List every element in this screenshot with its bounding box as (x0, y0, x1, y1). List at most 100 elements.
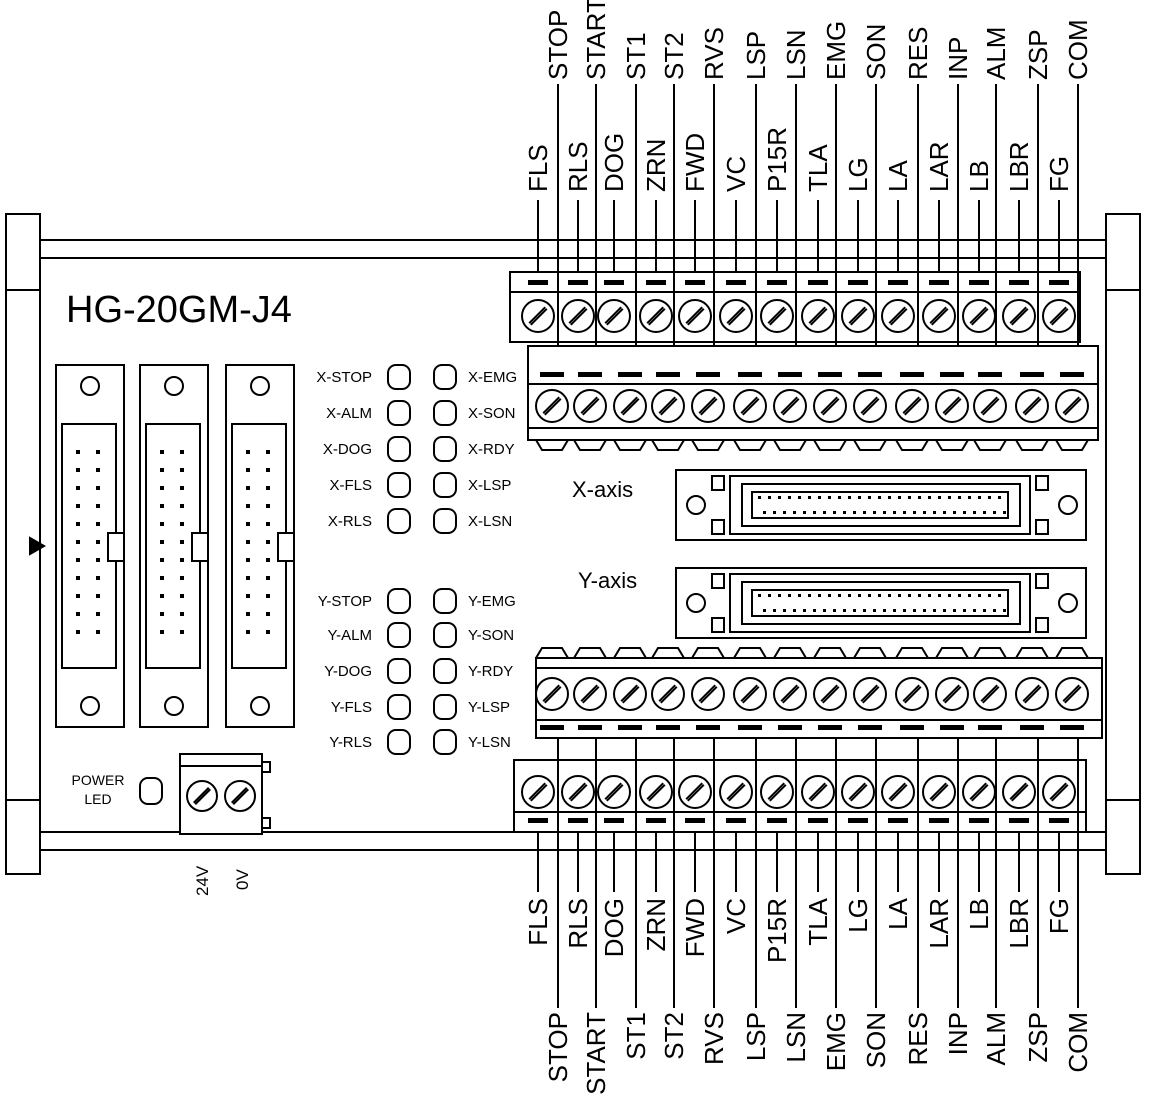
scsi-pin (868, 496, 871, 499)
scsi-pin (763, 609, 766, 612)
terminal-tag (969, 818, 989, 823)
terminal-tag (778, 372, 802, 377)
power-terminal-label-0v: 0V (233, 869, 252, 890)
idc-pin (160, 576, 164, 580)
terminal-tag (578, 725, 602, 730)
idc-pin (160, 468, 164, 472)
led-indicators: X-STOPX-ALMX-DOGX-FLSX-RLSX-EMGX-SONX-RD… (316, 364, 517, 755)
signal-label-top-inner: TLA (803, 144, 833, 192)
keying-notch (277, 532, 295, 562)
screw-terminal (962, 775, 996, 809)
screw-terminal (895, 389, 929, 423)
led-label: Y-RDY (468, 663, 513, 680)
led-label: X-FLS (329, 477, 372, 494)
terminal-tag (1009, 280, 1029, 285)
screw-terminal (613, 389, 647, 423)
led-indicator (433, 472, 457, 498)
terminal-tag (604, 818, 624, 823)
screw-terminal (678, 299, 712, 333)
scsi-pin (798, 496, 801, 499)
terminal-tag (696, 372, 720, 377)
scsi-pin (953, 609, 956, 612)
idc-pin (180, 486, 184, 490)
power-terminal-label-24v: 24V (193, 865, 212, 896)
led-indicator (387, 588, 411, 614)
signal-label-bottom-inner: FG (1044, 898, 1074, 934)
screw-terminal (573, 389, 607, 423)
screw-terminal (733, 389, 767, 423)
rail-end-right (1105, 213, 1141, 875)
wire-leads (537, 84, 1079, 1008)
signal-label-bottom-outer: INP (943, 1012, 973, 1055)
led-indicator (387, 508, 411, 534)
terminal-tag (767, 280, 787, 285)
screw-terminal (853, 677, 887, 711)
scsi-pin (883, 609, 886, 612)
signal-label-top-outer: ST1 (621, 32, 651, 80)
idc-pin (180, 540, 184, 544)
idc-pin (246, 540, 250, 544)
terminal-tag (888, 818, 908, 823)
screw-terminal (853, 389, 887, 423)
screw-terminal (691, 389, 725, 423)
signal-label-top-inner: LAR (924, 141, 954, 192)
screw-terminal (881, 299, 915, 333)
scsi-pin (923, 511, 926, 514)
screw-terminal (801, 299, 835, 333)
led-label: Y-FLS (331, 699, 372, 716)
scsi-pin (833, 609, 836, 612)
led-label: X-SON (468, 405, 516, 422)
screw-terminal (760, 299, 794, 333)
scsi-pin (853, 511, 856, 514)
scsi-pin (803, 511, 806, 514)
idc-pin (266, 630, 270, 634)
scsi-pin (973, 609, 976, 612)
screw-terminal (813, 677, 847, 711)
scsi-pin (993, 511, 996, 514)
signal-label-bottom-inner: RLS (563, 898, 593, 949)
y-axis-label: Y-axis (578, 568, 637, 593)
scsi-pin (953, 511, 956, 514)
scsi-pin (928, 594, 931, 597)
signal-label-bottom-inner: VC (721, 898, 751, 934)
terminal-tag (929, 280, 949, 285)
terminal-tag (726, 280, 746, 285)
terminal-tag (818, 725, 842, 730)
terminal-tag (888, 280, 908, 285)
screw-terminal (813, 389, 847, 423)
idc-pin (246, 486, 250, 490)
signal-label-bottom-outer: LSN (781, 1012, 811, 1063)
scsi-pin (993, 609, 996, 612)
scsi-pin (1003, 511, 1006, 514)
idc-pin (180, 594, 184, 598)
scsi-pin (778, 594, 781, 597)
scsi-pin (853, 609, 856, 612)
terminal-tag (646, 818, 666, 823)
idc-pin (96, 558, 100, 562)
screw-terminal (935, 389, 969, 423)
idc-pin (266, 558, 270, 562)
idc-pin (160, 630, 164, 634)
mount-hole (1058, 495, 1078, 515)
signal-label-top-outer: ALM (981, 27, 1011, 80)
screw-terminal (651, 389, 685, 423)
idc-pin (160, 612, 164, 616)
scsi-pin (873, 511, 876, 514)
scsi-pin (923, 609, 926, 612)
mount-hole (1058, 593, 1078, 613)
signal-label-bottom-outer: ST1 (621, 1012, 651, 1060)
terminal-tag (978, 725, 1002, 730)
idc-pin (96, 486, 100, 490)
signal-label-top-inner: FLS (523, 144, 553, 192)
terminal-tag (1060, 372, 1084, 377)
idc-pin (76, 522, 80, 526)
screw-terminal (881, 775, 915, 809)
signal-label-top-outer: LSP (741, 31, 771, 80)
screw-terminal (801, 775, 835, 809)
signal-label-bottom-inner: ZRN (641, 898, 671, 951)
screw-terminal (521, 775, 555, 809)
signal-label-bottom-inner: LAR (924, 898, 954, 949)
idc-pin (96, 612, 100, 616)
screw-terminal (1055, 389, 1089, 423)
